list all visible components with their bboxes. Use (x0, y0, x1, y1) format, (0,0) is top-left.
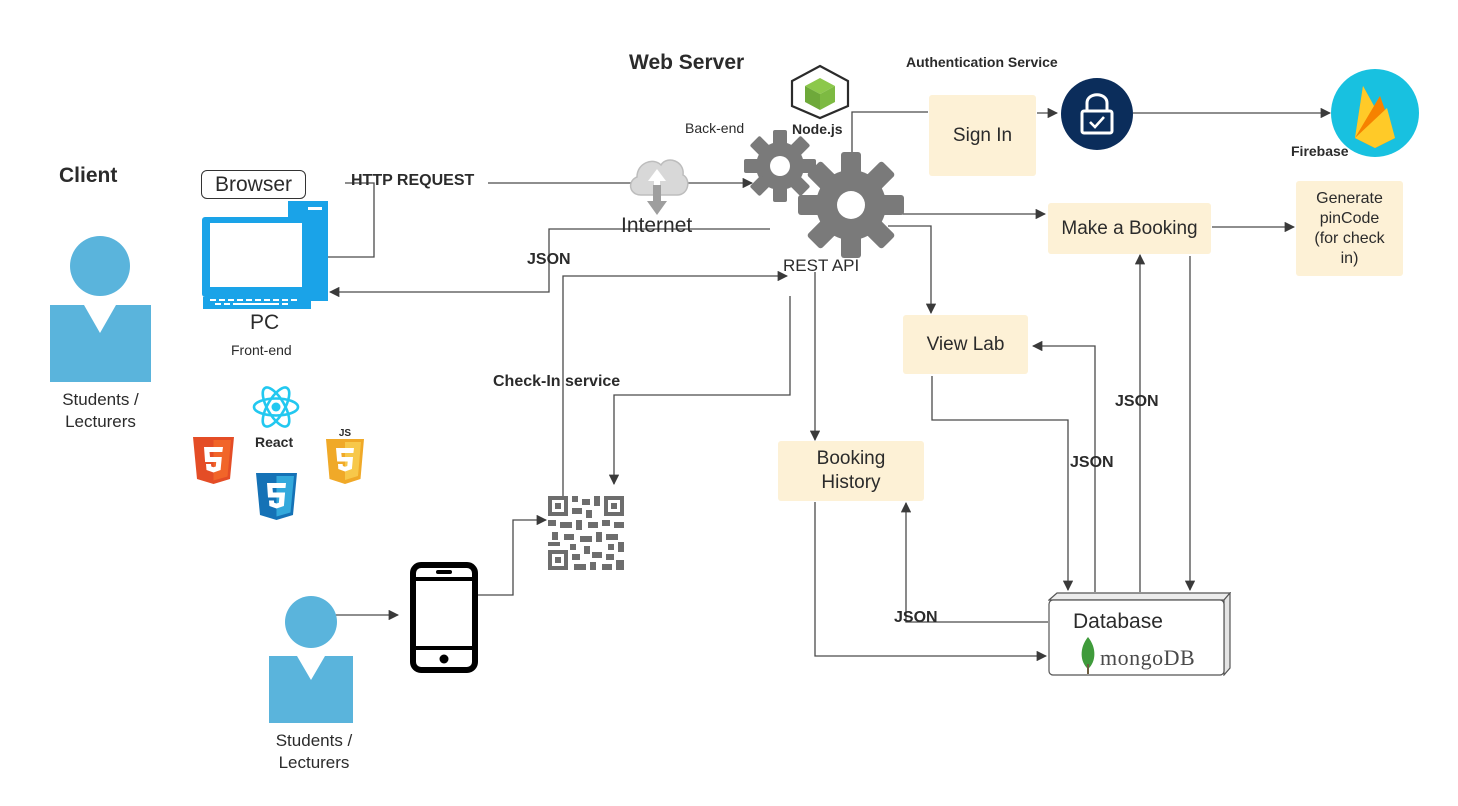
firebase-icon (1331, 69, 1419, 157)
pc-label: PC (250, 311, 280, 334)
make-booking-node: Make a Booking (1048, 203, 1211, 254)
frontend-label: Front-end (231, 342, 292, 358)
view-lab-node: View Lab (903, 315, 1028, 374)
gear-icon (744, 130, 816, 202)
mongodb-leaf-icon (1081, 637, 1095, 674)
json-label: JSON (1115, 393, 1159, 410)
cloud-icon (629, 159, 689, 215)
edge-phone-to-qr (478, 514, 548, 596)
edge-viewlab-to-db (931, 376, 1074, 592)
smartphone-icon (410, 562, 478, 673)
users-label-bottom: Students / Lecturers (275, 731, 353, 772)
user-icon (50, 236, 151, 382)
nodejs-label: Node.js (792, 121, 843, 137)
edge-api-to-viewlab (888, 225, 937, 315)
internet-label: Internet (621, 214, 693, 237)
edge-json-to-pc (328, 228, 770, 298)
rest-api-label: REST API (783, 256, 860, 275)
css3-icon (256, 473, 297, 520)
browser-label: Browser (201, 170, 306, 199)
user-icon (269, 596, 353, 723)
http-request-label: HTTP REQUEST (351, 172, 475, 189)
client-title: Client (59, 164, 118, 187)
json-label: JSON (527, 251, 571, 268)
database-label: Database (1073, 610, 1163, 633)
edge-backend-to-signin (851, 111, 928, 155)
qr-code-icon (548, 496, 624, 570)
edge-api-to-qr (608, 296, 791, 486)
html5-icon (193, 437, 234, 484)
json-label: JSON (894, 609, 938, 626)
gear-icon (798, 152, 904, 258)
json-label: JSON (1070, 454, 1114, 471)
edge-history-to-db (814, 502, 1048, 662)
edge-qr-to-api (562, 270, 789, 496)
js-icon: JS (326, 428, 364, 484)
web-server-title: Web Server (629, 51, 745, 74)
users-label: Students / Lecturers (62, 390, 139, 431)
nodejs-icon (790, 64, 850, 120)
booking-history-node: Booking History (778, 441, 924, 501)
edge-db-to-history (900, 501, 1048, 623)
edge-db-to-viewlab (1031, 340, 1096, 592)
sign-in-node: Sign In (929, 95, 1036, 176)
pc-icon (202, 201, 328, 309)
edge-pc-to-http (328, 182, 375, 258)
lock-icon (1061, 78, 1133, 150)
react-label: React (255, 434, 294, 450)
check-in-service-label: Check-In service (493, 373, 621, 390)
firebase-label: Firebase (1291, 143, 1349, 159)
backend-label: Back-end (685, 120, 745, 136)
react-icon (252, 386, 300, 428)
js-badge-text: JS (339, 428, 352, 439)
auth-service-title: Authentication Service (906, 54, 1058, 70)
generate-pin-node: Generate pinCode (for check in) (1296, 181, 1403, 276)
mongodb-brand: mongoDB (1100, 645, 1196, 670)
